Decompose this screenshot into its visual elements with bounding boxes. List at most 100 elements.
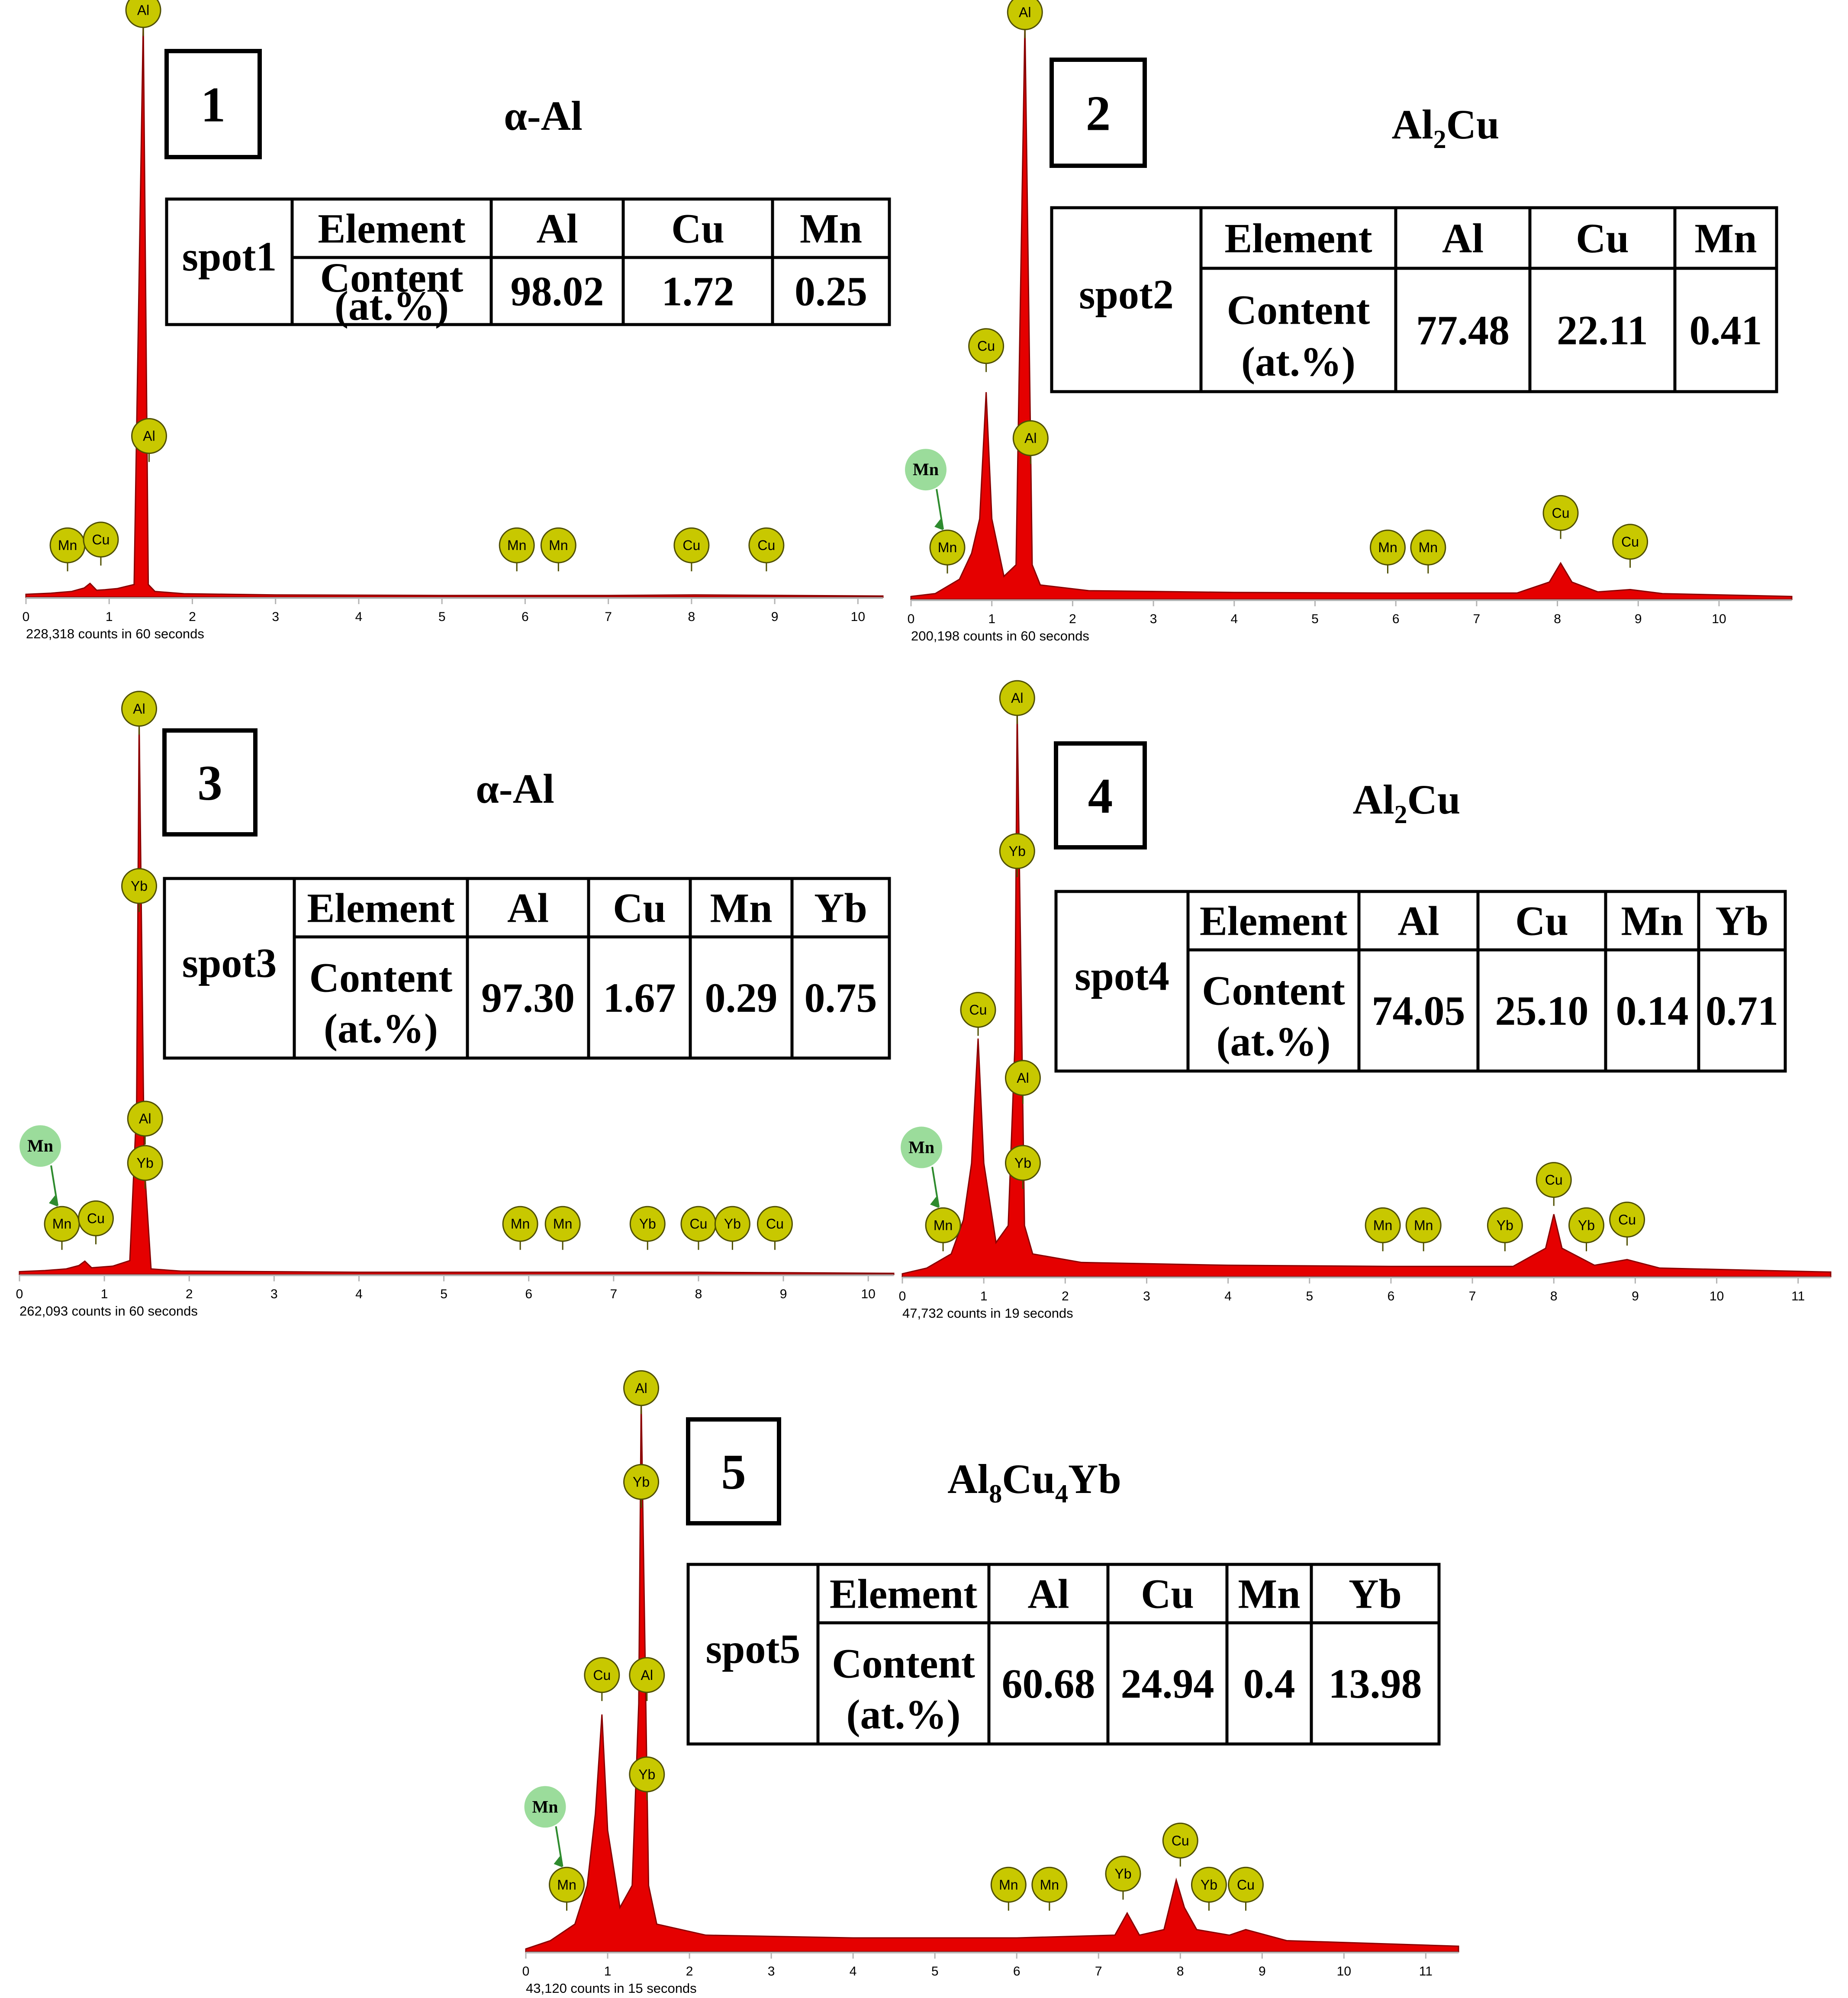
element-marker-label: Al — [133, 701, 145, 717]
element-marker-label: Yb — [724, 1216, 741, 1232]
element-marker-label: Cu — [593, 1667, 611, 1683]
element-marker-al — [629, 1657, 665, 1693]
element-marker-al — [1007, 0, 1043, 30]
element-marker-label: Yb — [1009, 843, 1026, 859]
counts-label: 262,093 counts in 60 seconds — [19, 1303, 198, 1319]
x-tick-label: 6 — [1392, 612, 1400, 626]
x-tick-label: 4 — [355, 1287, 363, 1301]
table-content-unit: (at.%) — [324, 1005, 438, 1052]
element-marker-label: Mn — [557, 1877, 576, 1892]
element-marker-cu — [1612, 524, 1648, 560]
element-marker-label: Yb — [1201, 1877, 1217, 1892]
mn-callout-circle — [905, 449, 947, 491]
x-tick-label: 1 — [106, 610, 113, 624]
element-marker-yb — [1105, 1856, 1141, 1892]
element-marker-yb — [121, 868, 158, 904]
element-marker-yb — [999, 833, 1035, 869]
table-spot-label: spot2 — [1079, 271, 1174, 318]
element-marker-cu — [1542, 495, 1579, 531]
element-marker-label: Mn — [1040, 1877, 1059, 1892]
element-marker-mn — [544, 1206, 581, 1242]
counts-label: 200,198 counts in 60 seconds — [911, 628, 1089, 643]
x-tick-label: 2 — [1069, 612, 1076, 626]
spectrum-area — [525, 1400, 1459, 1953]
mn-callout-arrow — [931, 1167, 940, 1207]
x-tick-label: 4 — [355, 610, 363, 624]
x-tick-label: 3 — [270, 1287, 278, 1301]
x-tick-label: 0 — [899, 1289, 906, 1303]
element-marker-label: Yb — [639, 1216, 656, 1232]
element-marker-label: Cu — [689, 1216, 707, 1232]
element-marker-label: Cu — [1618, 1212, 1636, 1227]
x-tick-label: 7 — [610, 1287, 617, 1301]
element-marker-yb — [1487, 1207, 1523, 1243]
x-tick-label: 0 — [908, 612, 915, 626]
element-marker-label: Cu — [683, 537, 700, 553]
phase-title-part: Cu — [1446, 101, 1500, 148]
element-marker-label: Yb — [137, 1155, 154, 1171]
phase-title: Al8Cu4Yb — [947, 1456, 1121, 1508]
x-tick-label: 10 — [851, 610, 865, 624]
x-tick-label: 8 — [1550, 1289, 1558, 1303]
arrowhead-icon — [930, 1197, 939, 1208]
element-marker-yb — [714, 1206, 750, 1242]
x-tick-label: 7 — [605, 610, 612, 624]
mn-callout-arrow — [936, 489, 944, 530]
table-content-label: Content — [1227, 286, 1370, 333]
table-value: 24.94 — [1121, 1660, 1214, 1707]
element-marker-label: Cu — [766, 1216, 784, 1232]
table-element-header: Yb — [1716, 898, 1769, 944]
element-marker-label: Mn — [999, 1877, 1018, 1892]
table-frame — [163, 877, 891, 1060]
phase-title-subscript: 4 — [1055, 1480, 1068, 1508]
table-header-element: Element — [1224, 215, 1372, 261]
element-marker-al — [131, 418, 167, 454]
element-marker-label: Yb — [1014, 1155, 1031, 1171]
x-tick-label: 1 — [988, 612, 995, 626]
x-tick-label: 9 — [780, 1287, 787, 1301]
x-tick-label: 8 — [1177, 1964, 1184, 1979]
x-tick-label: 8 — [695, 1287, 702, 1301]
spectrum-area — [901, 709, 1832, 1277]
x-tick-label: 6 — [1388, 1289, 1395, 1303]
table-value: 60.68 — [1002, 1660, 1095, 1707]
table-header-element: Element — [1200, 898, 1347, 944]
element-marker-cu — [968, 328, 1004, 364]
element-marker-al — [125, 0, 161, 28]
x-tick-label: 9 — [1635, 612, 1642, 626]
phase-title: Al2Cu — [1353, 776, 1461, 829]
element-marker-cu — [1609, 1201, 1645, 1238]
element-marker-al — [1004, 1060, 1041, 1096]
element-marker-label: Cu — [1172, 1833, 1189, 1848]
element-marker-al — [121, 691, 158, 727]
element-marker-mn — [502, 1206, 538, 1242]
element-marker-cu — [83, 521, 119, 558]
x-tick-label: 3 — [272, 610, 279, 624]
composition-table: spot4ElementContent(at.%)Al74.05Cu25.10M… — [1054, 890, 1787, 1073]
element-marker-label: Al — [143, 428, 155, 444]
element-marker-al — [999, 680, 1035, 716]
mn-callout-circle — [901, 1126, 943, 1168]
element-marker-yb — [1568, 1207, 1605, 1243]
x-tick-label: 3 — [768, 1964, 775, 1979]
element-marker-label: Cu — [757, 537, 775, 553]
mn-callout-label: Mn — [532, 1797, 558, 1816]
element-marker-label: Mn — [549, 537, 568, 553]
panel-number: 5 — [721, 1445, 746, 1499]
element-marker-label: Cu — [1621, 534, 1639, 550]
table-value: 98.02 — [511, 268, 604, 315]
mn-callout-label: Mn — [908, 1137, 934, 1157]
x-tick-label: 4 — [1230, 612, 1238, 626]
x-tick-label: 5 — [1311, 612, 1319, 626]
table-content-unit: (at.%) — [335, 283, 449, 329]
table-element-header: Cu — [613, 885, 666, 931]
table-value: 13.98 — [1329, 1660, 1422, 1707]
table-spot-label: spot4 — [1075, 953, 1169, 999]
element-marker-label: Al — [635, 1380, 647, 1396]
x-tick-label: 1 — [101, 1287, 108, 1301]
x-tick-label: 2 — [189, 610, 196, 624]
